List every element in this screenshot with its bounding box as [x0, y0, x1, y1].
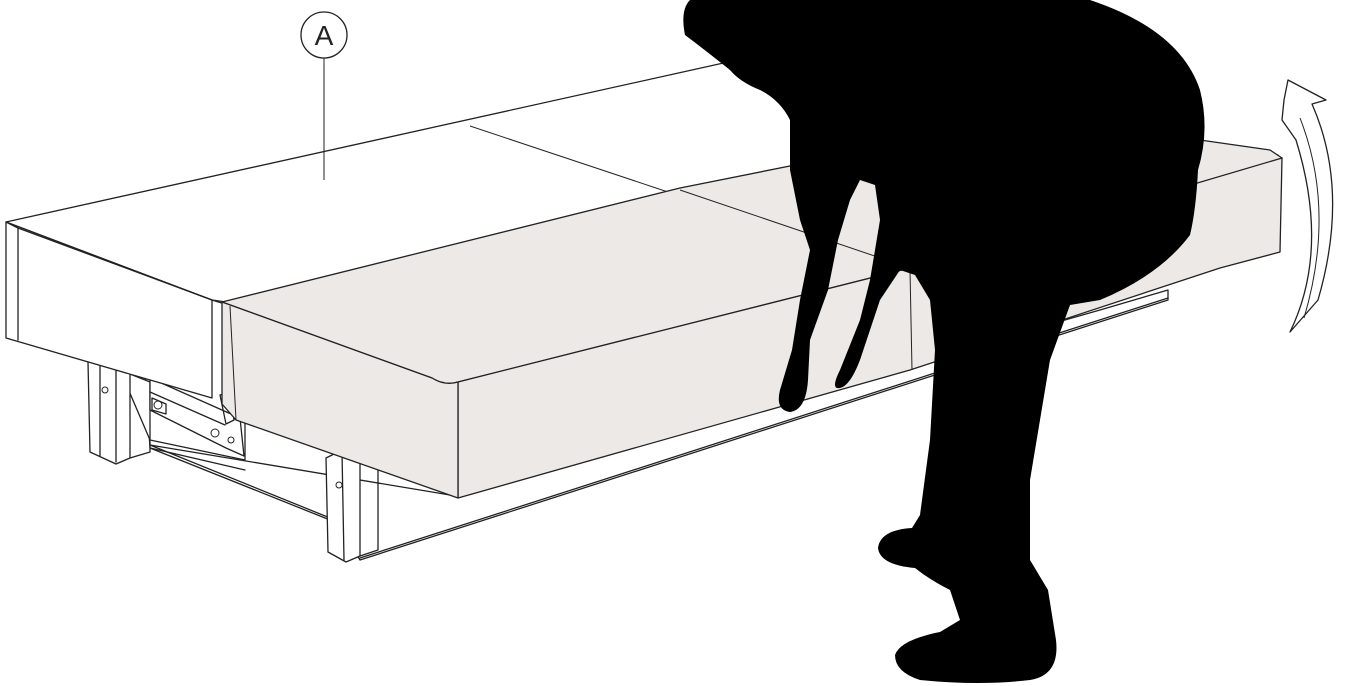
curved-arrow-up-icon	[1282, 80, 1333, 332]
callout-label: A	[315, 20, 334, 51]
